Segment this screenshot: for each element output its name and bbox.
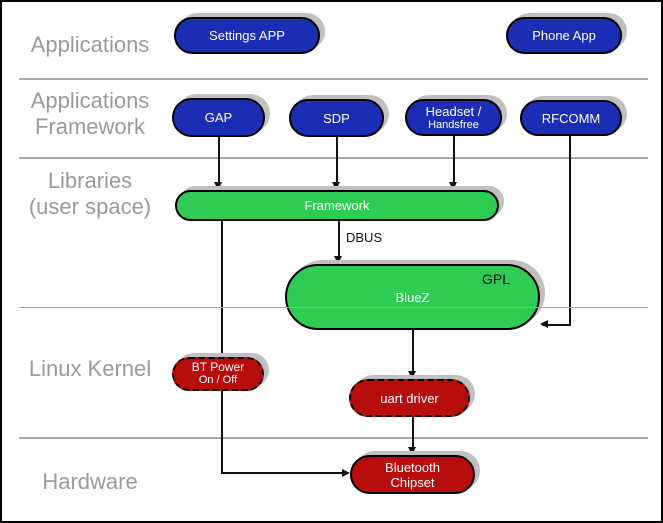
- arrowhead-sdp-framework: [332, 182, 340, 190]
- node-label: Framework: [304, 198, 370, 213]
- edge-headset-framework: [453, 135, 455, 184]
- node-label: BlueZ: [395, 289, 430, 305]
- node-bluetooth-chipset: Bluetooth Chipset: [350, 455, 475, 494]
- layer-label-line2: (user space): [28, 194, 152, 219]
- edge-framework-chipset-vertical: [221, 221, 223, 474]
- arrowhead-framework-chipset: [342, 469, 350, 477]
- node-uart-driver: uart driver: [349, 379, 470, 417]
- layer-label-applications-framework: Applications Framework: [10, 88, 170, 140]
- node-label-line1: Headset /: [425, 103, 482, 119]
- arrowhead-rfcomm-bluez: [540, 320, 548, 328]
- layer-label-text: Applications: [30, 32, 150, 57]
- layer-label-hardware: Hardware: [10, 469, 170, 495]
- node-framework: Framework: [175, 190, 499, 221]
- layer-label-libraries: Libraries (user space): [10, 168, 170, 220]
- edge-framework-chipset-horizontal: [222, 472, 342, 474]
- node-label: Phone App: [532, 28, 596, 43]
- edge-bluez-uart: [412, 330, 414, 372]
- layer-label-text: Linux Kernel: [28, 356, 152, 381]
- node-headset-handsfree: Headset / Handsfree: [405, 99, 502, 136]
- node-label-line2: On / Off: [198, 374, 238, 386]
- layer-label-applications: Applications: [10, 32, 170, 58]
- edge-rfcomm-bluez-vertical: [569, 136, 571, 326]
- node-phone-app: Phone App: [506, 17, 622, 54]
- edge-label-dbus: DBUS: [346, 230, 383, 245]
- divider-libraries-kernel: [19, 307, 648, 308]
- edge-sdp-framework: [336, 137, 338, 184]
- node-gap: GAP: [172, 98, 265, 137]
- node-label: SDP: [323, 110, 350, 126]
- node-bluez: GPL BlueZ: [285, 264, 540, 330]
- node-sdp: SDP: [289, 99, 384, 137]
- layer-label-text: Hardware: [42, 469, 138, 494]
- divider-kernel-hardware: [19, 437, 648, 439]
- arrowhead-bluez-uart: [408, 371, 416, 379]
- node-rfcomm: RFCOMM: [520, 100, 622, 136]
- edge-rfcomm-bluez-horizontal: [542, 324, 570, 326]
- layer-label-line1: Libraries: [47, 168, 133, 193]
- edge-uart-chipset: [412, 417, 414, 448]
- divider-framework-libraries: [19, 157, 648, 159]
- layer-label-line1: Applications: [30, 88, 150, 113]
- arrowhead-headset-framework: [449, 182, 457, 190]
- node-label: uart driver: [380, 390, 439, 406]
- layer-label-linux-kernel: Linux Kernel: [10, 356, 170, 382]
- node-label: RFCOMM: [541, 110, 601, 126]
- node-label-line2: Chipset: [390, 474, 435, 490]
- arrowhead-gap-framework: [214, 182, 222, 190]
- node-label: GAP: [204, 110, 233, 125]
- gpl-license-tag: GPL: [481, 271, 510, 287]
- edge-gap-framework: [218, 137, 220, 184]
- node-label-line2: Handsfree: [428, 118, 479, 131]
- node-label: Settings APP: [209, 28, 285, 43]
- arrowhead-uart-chipset: [408, 447, 416, 455]
- layer-label-line2: Framework: [34, 114, 145, 139]
- arrowhead-framework-bluez: [334, 256, 342, 264]
- edge-framework-bluez: [338, 221, 340, 257]
- node-label-line1: Bluetooth: [385, 459, 440, 475]
- node-settings-app: Settings APP: [174, 17, 320, 54]
- node-label-line1: BT Power: [191, 360, 245, 374]
- divider-applications-framework: [19, 78, 648, 80]
- node-bt-power: BT Power On / Off: [172, 357, 264, 391]
